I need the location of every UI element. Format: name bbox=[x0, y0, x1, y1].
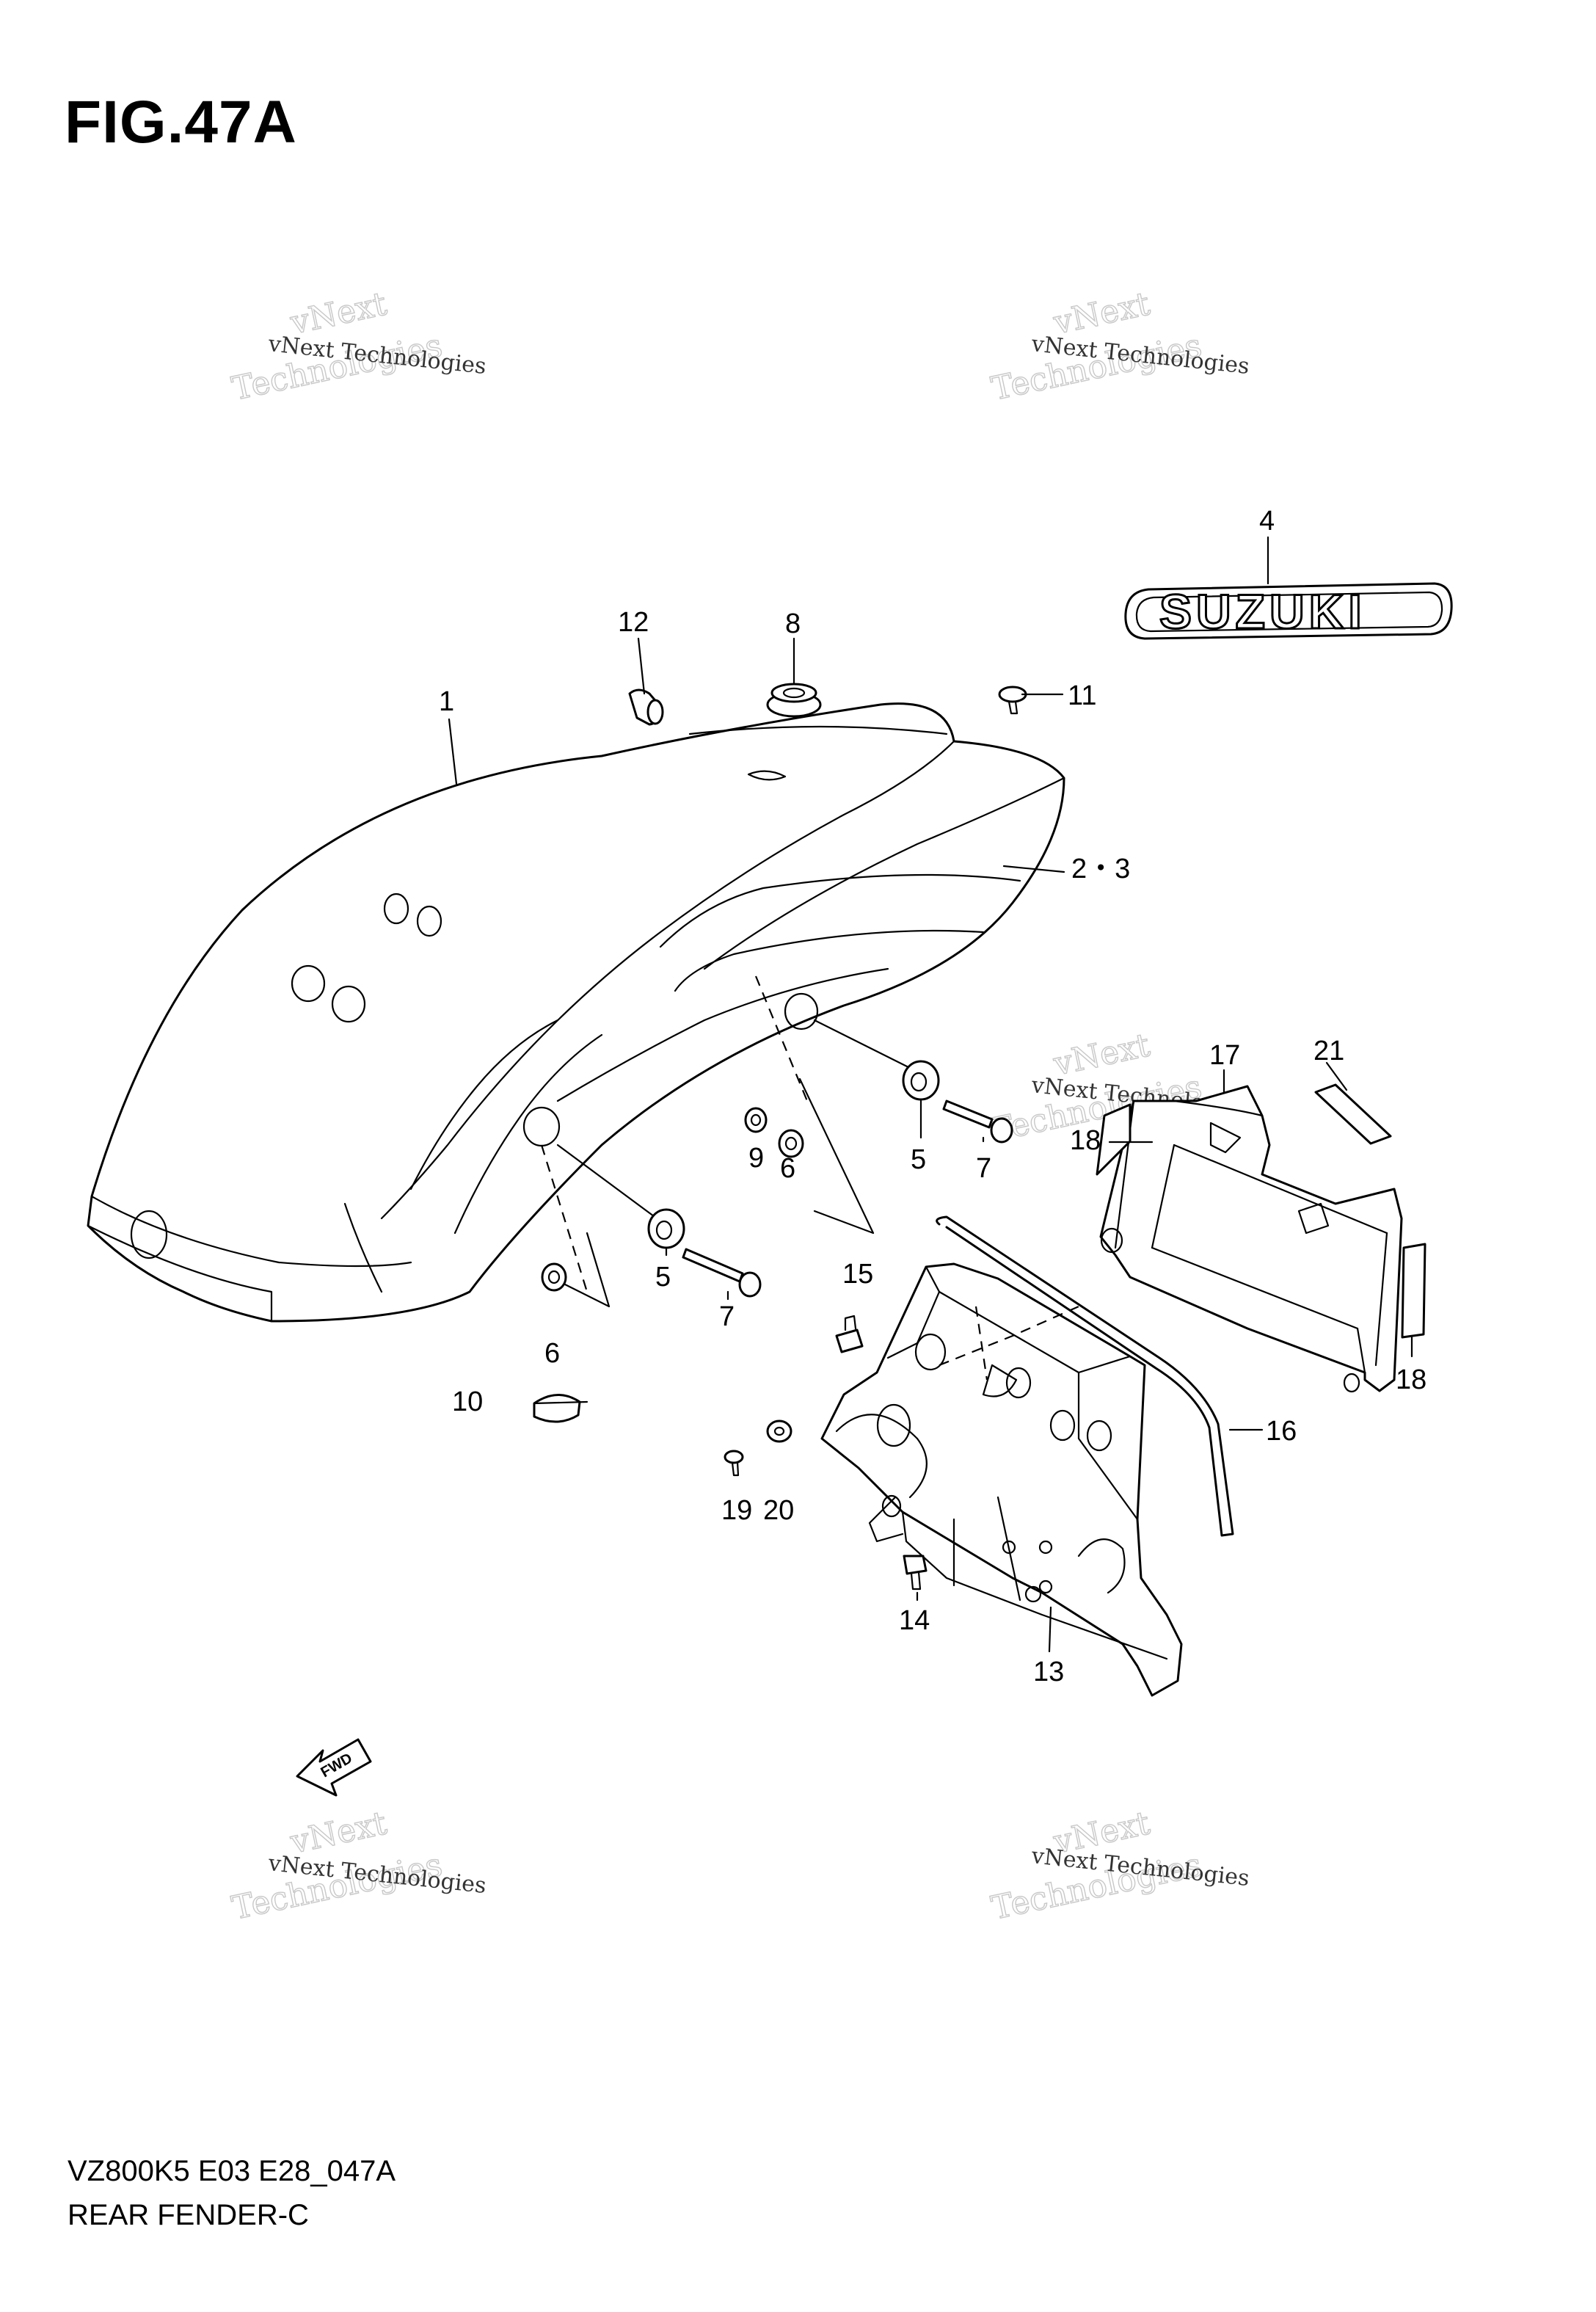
svg-text:vNext: vNext bbox=[287, 285, 390, 342]
callout-2-3: 2・3 bbox=[1071, 854, 1130, 884]
callout-17: 17 bbox=[1209, 1040, 1240, 1071]
callout-21: 21 bbox=[1313, 1036, 1344, 1066]
callout-19: 19 bbox=[721, 1495, 752, 1526]
section-name: REAR FENDER-C bbox=[68, 2199, 309, 2231]
svg-text:vNext: vNext bbox=[1050, 285, 1154, 342]
bolt-part-7b bbox=[682, 1248, 762, 1298]
grommet-part-8 bbox=[766, 683, 822, 718]
callout-6b: 6 bbox=[544, 1338, 560, 1369]
collar-part-12 bbox=[628, 688, 664, 726]
bolt-part-14 bbox=[903, 1555, 928, 1591]
washer-part-6a bbox=[778, 1129, 804, 1158]
leader-lines bbox=[448, 536, 1413, 1653]
svg-text:vNext: vNext bbox=[1050, 1026, 1154, 1083]
watermark-bottom-right: vNext Technologies vNext Technologies bbox=[988, 1804, 1250, 1928]
screw-part-19 bbox=[724, 1450, 744, 1477]
model-code: VZ800K5 E03 E28_047A bbox=[68, 2155, 396, 2187]
clip-part-15 bbox=[835, 1315, 864, 1353]
callout-10: 10 bbox=[452, 1386, 483, 1417]
washer-part-9 bbox=[744, 1107, 768, 1133]
figure-title: FIG.47A bbox=[65, 89, 297, 156]
pad-part-21 bbox=[1314, 1083, 1392, 1145]
support-rod-part-16 bbox=[936, 1215, 1234, 1537]
callout-9: 9 bbox=[748, 1143, 764, 1174]
watermark-top-left: vNext Technologies vNext Technologies bbox=[228, 285, 487, 409]
callout-18a: 18 bbox=[1070, 1125, 1101, 1156]
svg-text:SUZUKI: SUZUKI bbox=[1159, 584, 1366, 639]
cushion-part-5a bbox=[902, 1060, 940, 1101]
watermark-top-right: vNext Technologies vNext Technologies bbox=[988, 285, 1250, 409]
svg-text:vNext: vNext bbox=[287, 1804, 390, 1861]
screw-part-11 bbox=[998, 686, 1027, 715]
callout-7a: 7 bbox=[976, 1153, 991, 1184]
callout-5b: 5 bbox=[655, 1262, 671, 1293]
washer-part-6b bbox=[541, 1262, 567, 1292]
callout-5a: 5 bbox=[911, 1144, 926, 1175]
license-bracket-part-13 bbox=[820, 1262, 1183, 1697]
callout-1: 1 bbox=[439, 686, 454, 717]
forward-direction-arrow: FWD bbox=[296, 1738, 372, 1797]
callout-6a: 6 bbox=[780, 1153, 795, 1184]
callout-11: 11 bbox=[1068, 680, 1096, 711]
bolt-part-7a bbox=[942, 1099, 1013, 1144]
pad-part-18b bbox=[1401, 1243, 1426, 1339]
callout-12: 12 bbox=[618, 607, 649, 638]
callout-4: 4 bbox=[1259, 506, 1275, 537]
watermark-bottom-left: vNext Technologies vNext Technologies bbox=[228, 1804, 487, 1928]
washer-part-20 bbox=[766, 1419, 792, 1443]
cap-part-10 bbox=[533, 1394, 581, 1423]
callout-8: 8 bbox=[785, 608, 801, 639]
callout-14: 14 bbox=[899, 1605, 930, 1636]
callout-7b: 7 bbox=[719, 1301, 735, 1332]
callout-20: 20 bbox=[763, 1495, 794, 1526]
callout-15: 15 bbox=[842, 1259, 873, 1290]
cushion-part-5b bbox=[647, 1208, 685, 1249]
callout-16: 16 bbox=[1266, 1416, 1297, 1447]
callout-labels: 1 2・3 4 5 5 6 6 7 7 8 9 10 11 12 13 14 1… bbox=[439, 506, 1426, 1687]
callout-13: 13 bbox=[1033, 1657, 1064, 1687]
suzuki-emblem-part: SUZUKI bbox=[1124, 582, 1453, 640]
frame-part-17 bbox=[1099, 1085, 1403, 1393]
rear-fender-part bbox=[87, 702, 1065, 1323]
callout-18b: 18 bbox=[1396, 1364, 1426, 1395]
